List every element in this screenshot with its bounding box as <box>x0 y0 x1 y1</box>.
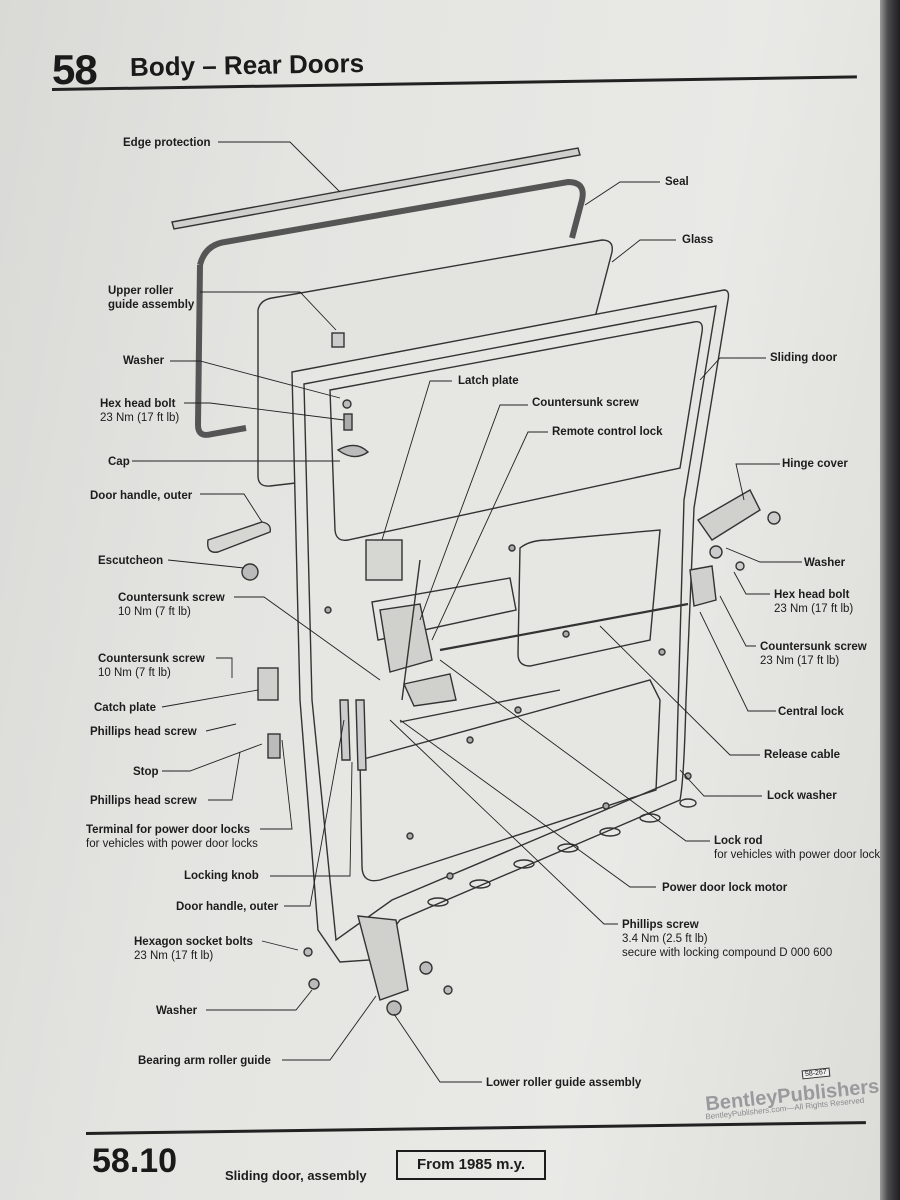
label-catch-plate: Catch plate <box>94 702 156 714</box>
label-lock-washer: Lock washer <box>767 790 837 802</box>
book-spine <box>880 0 900 1200</box>
outer-handle <box>207 521 272 553</box>
label-lock-rod: Lock rod for vehicles with power door lo… <box>714 834 886 862</box>
lower-roller-guide <box>357 915 409 1001</box>
label-countersunk-left2-line1: Countersunk screw <box>98 653 205 665</box>
central-lock <box>689 565 717 607</box>
label-phillips-screw-note: secure with locking compound D 000 600 <box>622 947 833 959</box>
label-hex-socket: Hexagon socket bolts 23 Nm (17 ft lb) <box>134 935 253 963</box>
label-latch-plate: Latch plate <box>458 375 519 387</box>
label-central-lock: Central lock <box>778 706 844 718</box>
label-phillips-left1: Phillips head screw <box>90 726 197 738</box>
label-upper-roller-line2: guide assembly <box>108 299 195 311</box>
label-lower-roller: Lower roller guide assembly <box>486 1077 642 1089</box>
label-phillips-screw-line1: Phillips screw <box>622 919 699 931</box>
label-phillips-left2: Phillips head screw <box>90 795 197 807</box>
label-glass: Glass <box>682 234 714 246</box>
label-hex-bolt-left-torque: 23 Nm (17 ft lb) <box>100 412 180 424</box>
label-hinge-cover: Hinge cover <box>782 458 848 470</box>
door-lower-slots <box>427 798 697 907</box>
label-locking-knob: Locking knob <box>184 870 259 882</box>
label-terminal-line2: for vehicles with power door locks <box>86 838 258 850</box>
exploded-door-diagram <box>132 141 802 1083</box>
edge-protection-strip <box>171 147 581 230</box>
label-hex-socket-line1: Hexagon socket bolts <box>134 936 253 948</box>
label-hex-socket-torque: 23 Nm (17 ft lb) <box>134 950 214 962</box>
label-power-motor: Power door lock motor <box>662 882 788 894</box>
section-title: Sliding door, assembly <box>225 1168 367 1183</box>
power-motor <box>403 673 457 707</box>
label-remote-lock: Remote control lock <box>552 426 663 438</box>
remote-control-lock <box>379 603 433 673</box>
door-holes <box>324 544 692 880</box>
label-washer-top: Washer <box>123 355 165 367</box>
label-countersunk-top: Countersunk screw <box>532 397 639 409</box>
label-bearing-arm: Bearing arm roller guide <box>138 1055 271 1067</box>
label-countersunk-left2: Countersunk screw 10 Nm (7 ft lb) <box>98 652 205 680</box>
label-hex-bolt-right-line1: Hex head bolt <box>774 589 850 601</box>
label-cap: Cap <box>108 456 130 468</box>
label-seal: Seal <box>665 176 689 188</box>
label-upper-roller: Upper roller guide assembly <box>108 284 194 312</box>
label-hex-bolt-left-line1: Hex head bolt <box>100 398 176 410</box>
catch-plate <box>257 667 279 701</box>
stop-part <box>267 733 281 759</box>
escutcheon-part <box>241 563 259 581</box>
label-countersunk-left1: Countersunk screw 10 Nm (7 ft lb) <box>118 591 225 619</box>
label-countersunk-right-torque: 23 Nm (17 ft lb) <box>760 655 840 667</box>
label-terminal-line1: Terminal for power door locks <box>86 824 251 836</box>
label-phillips-screw-torque: 3.4 Nm (2.5 ft lb) <box>622 933 708 945</box>
latch-plate <box>365 539 403 581</box>
label-washer-right: Washer <box>804 557 846 569</box>
label-terminal: Terminal for power door locks for vehicl… <box>86 823 258 851</box>
label-lock-rod-note: for vehicles with power door locks <box>714 849 886 861</box>
label-door-handle-outer-bottom: Door handle, outer <box>176 901 279 913</box>
model-year-box: From 1985 m.y. <box>396 1150 546 1180</box>
label-hex-bolt-right: Hex head bolt 23 Nm (17 ft lb) <box>774 588 853 616</box>
label-sliding-door: Sliding door <box>770 352 838 364</box>
hinge-assembly <box>696 489 761 541</box>
chapter-number: 58 <box>52 46 98 93</box>
label-countersunk-left1-line1: Countersunk screw <box>118 592 225 604</box>
label-hex-bolt-right-torque: 23 Nm (17 ft lb) <box>774 603 854 615</box>
leader-lines <box>132 141 802 1083</box>
sliding-door-panel <box>291 289 730 963</box>
label-stop: Stop <box>133 766 159 778</box>
label-countersunk-left1-torque: 10 Nm (7 ft lb) <box>118 606 191 618</box>
label-countersunk-right-line1: Countersunk screw <box>760 641 867 653</box>
seal-frame <box>194 178 586 438</box>
label-countersunk-right: Countersunk screw 23 Nm (17 ft lb) <box>760 640 867 668</box>
label-escutcheon: Escutcheon <box>98 555 164 567</box>
label-phillips-screw: Phillips screw 3.4 Nm (2.5 ft lb) secure… <box>622 918 832 960</box>
label-lock-rod-line1: Lock rod <box>714 835 763 847</box>
label-door-handle-outer-top: Door handle, outer <box>90 490 193 502</box>
label-hex-bolt-left: Hex head bolt 23 Nm (17 ft lb) <box>100 397 179 425</box>
section-number: 58.10 <box>92 1142 178 1180</box>
label-edge-protection: Edge protection <box>123 137 211 149</box>
label-upper-roller-line1: Upper roller <box>108 285 174 297</box>
label-countersunk-left2-torque: 10 Nm (7 ft lb) <box>98 667 171 679</box>
label-washer-bottom: Washer <box>156 1005 198 1017</box>
label-release-cable: Release cable <box>764 749 841 761</box>
